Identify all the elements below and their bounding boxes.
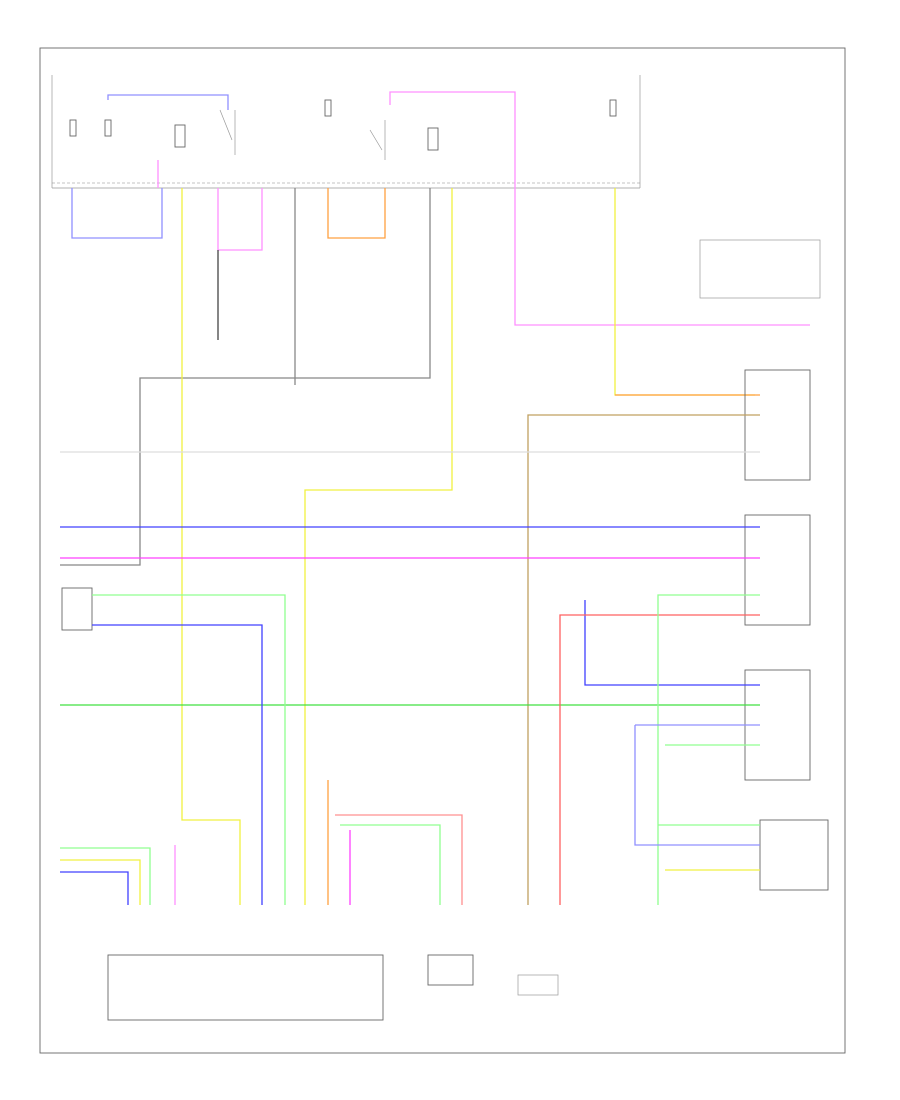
wire-green-b8	[340, 824, 441, 905]
wire-green-b1	[60, 847, 151, 905]
fuse-3	[324, 99, 332, 117]
left-sensor	[61, 587, 93, 631]
ground-connector	[517, 974, 559, 996]
wire-orange-loop	[327, 188, 386, 239]
wire-green-v1	[657, 594, 760, 905]
sensor-connector	[427, 954, 474, 986]
wire-blue-v2	[634, 725, 760, 846]
wire-yellow-2	[304, 188, 453, 905]
ecm-connector	[107, 954, 384, 1021]
fuse-2	[104, 119, 112, 137]
relay-1	[174, 109, 236, 155]
wire-violet-top	[107, 94, 229, 110]
switch-box-1	[744, 369, 811, 481]
wire-yellow-3	[614, 188, 755, 396]
wire-blue-h2	[584, 600, 760, 686]
diagram-border	[39, 47, 846, 1054]
relay-2	[369, 120, 439, 160]
switch-box-2	[744, 514, 811, 626]
fuse-1	[69, 119, 77, 137]
wire-blue-loop	[71, 188, 163, 239]
fuse-4	[609, 99, 617, 117]
wire-red-b7	[335, 814, 463, 905]
wire-yellow-main	[181, 188, 241, 905]
wire-pink-top	[389, 91, 810, 326]
wire-gray-2	[60, 188, 431, 566]
relay-box-lower	[759, 819, 829, 891]
wire-blue-b3	[60, 871, 129, 905]
wire-yellow-b2	[60, 859, 141, 905]
fuse-box-outline	[51, 75, 641, 189]
wire-tan-h	[527, 414, 760, 905]
wire-red-v	[559, 614, 760, 905]
wire-pink-2	[217, 188, 263, 251]
relay-box-upper	[699, 239, 821, 299]
wire-green-left	[92, 594, 286, 905]
wire-blue-left	[92, 624, 263, 905]
